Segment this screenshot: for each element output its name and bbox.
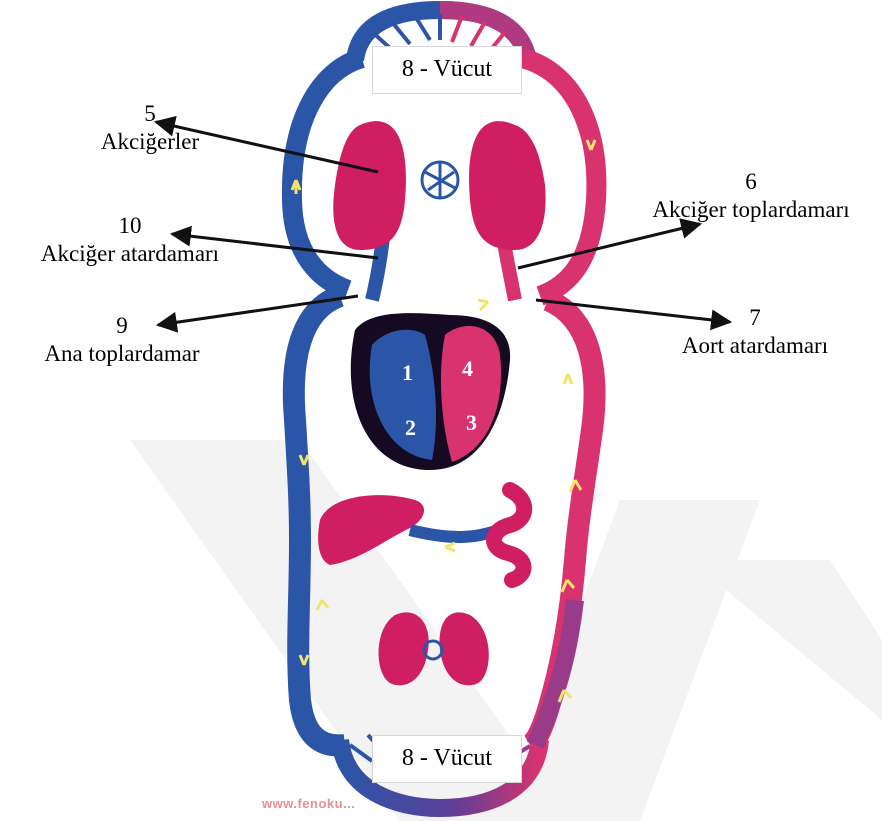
pointer-pulmonary-vein (518, 224, 700, 268)
label-lungs-number: 5 (85, 100, 215, 128)
label-pulmonary-vein: 6 Akciğer toplardamarı (622, 168, 880, 224)
label-aorta: 7 Aort atardamarı (660, 304, 850, 360)
chamber-3: 3 (466, 410, 477, 435)
chamber-2: 2 (405, 415, 416, 440)
body-label-bottom: 8 - Vücut (372, 735, 522, 783)
liver (318, 495, 510, 565)
chamber-4: 4 (462, 356, 473, 381)
label-pulmonary-vein-text: Akciğer toplardamarı (622, 196, 880, 224)
chamber-1: 1 (402, 360, 413, 385)
label-aorta-text: Aort atardamarı (660, 332, 850, 360)
watermark-text: www.fenoku... (262, 796, 355, 811)
label-vena-cava-text: Ana toplardamar (22, 340, 222, 368)
lungs (333, 121, 545, 250)
label-aorta-number: 7 (660, 304, 850, 332)
heart: 1 2 4 3 (351, 313, 510, 470)
intestine (494, 490, 524, 580)
label-pulmonary-artery-number: 10 (10, 212, 250, 240)
label-vena-cava: 9 Ana toplardamar (22, 312, 222, 368)
label-pulmonary-artery-text: Akciğer atardamarı (10, 240, 250, 268)
label-pulmonary-artery: 10 Akciğer atardamarı (10, 212, 250, 268)
label-pulmonary-vein-number: 6 (622, 168, 880, 196)
body-label-top: 8 - Vücut (372, 46, 522, 94)
label-vena-cava-number: 9 (22, 312, 222, 340)
label-lungs-text: Akciğerler (85, 128, 215, 156)
label-lungs: 5 Akciğerler (85, 100, 215, 156)
